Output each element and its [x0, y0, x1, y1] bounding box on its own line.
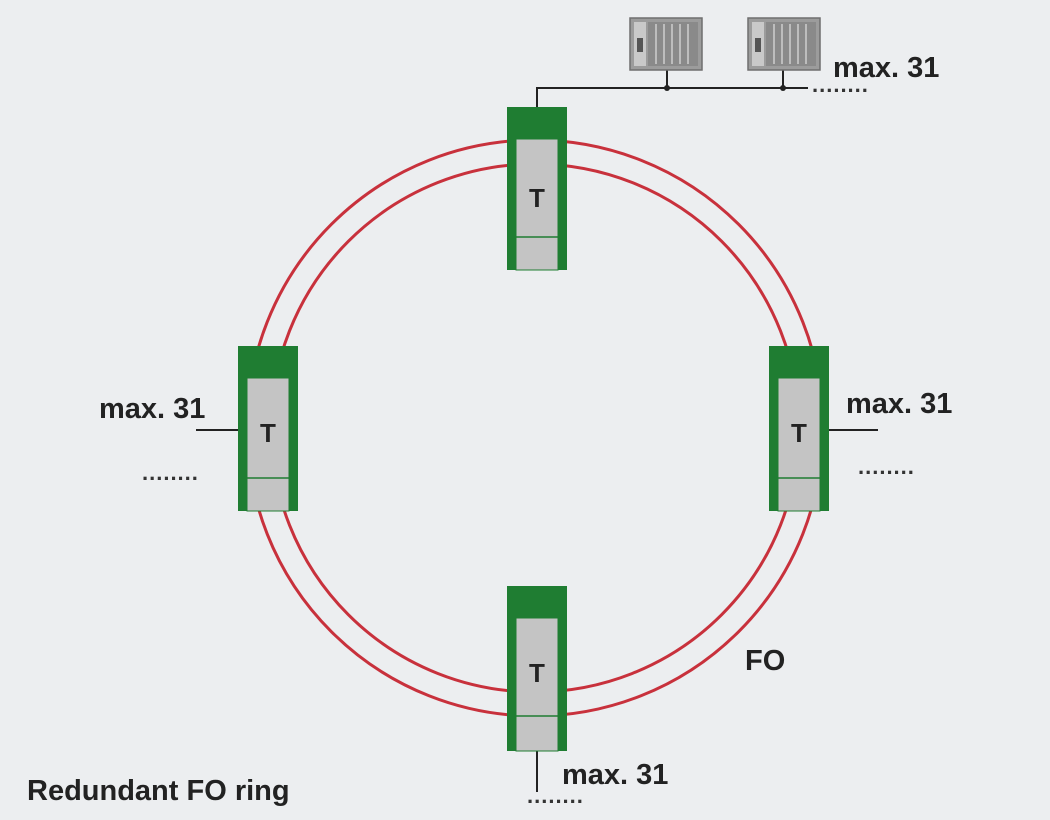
bottom-continuation: ........ — [527, 783, 584, 808]
top-limit-label: max. 31 — [833, 52, 939, 84]
left-continuation: ........ — [142, 460, 199, 485]
coupler-letter: T — [260, 418, 276, 448]
coupler-letter: T — [791, 418, 807, 448]
bus-junction — [780, 85, 786, 91]
right-continuation: ........ — [858, 454, 915, 479]
coupler-top: T — [507, 107, 567, 271]
top-bus — [536, 70, 808, 108]
top-continuation: ........ — [812, 72, 869, 97]
right-limit-label: max. 31 — [846, 388, 952, 420]
coupler-bottom: T — [507, 586, 567, 752]
plc-device-icon — [747, 17, 821, 71]
coupler-letter: T — [529, 658, 545, 688]
fo-label: FO — [745, 645, 785, 677]
coupler-right: T — [769, 346, 829, 512]
plc-device-icon — [629, 17, 703, 71]
bus-junction — [664, 85, 670, 91]
left-limit-label: max. 31 — [99, 393, 205, 425]
bottom-limit-label: max. 31 — [562, 759, 668, 791]
bus-line — [536, 87, 808, 108]
diagram-caption: Redundant FO ring — [27, 775, 290, 807]
coupler-left: T — [238, 346, 298, 512]
coupler-letter: T — [529, 183, 545, 213]
